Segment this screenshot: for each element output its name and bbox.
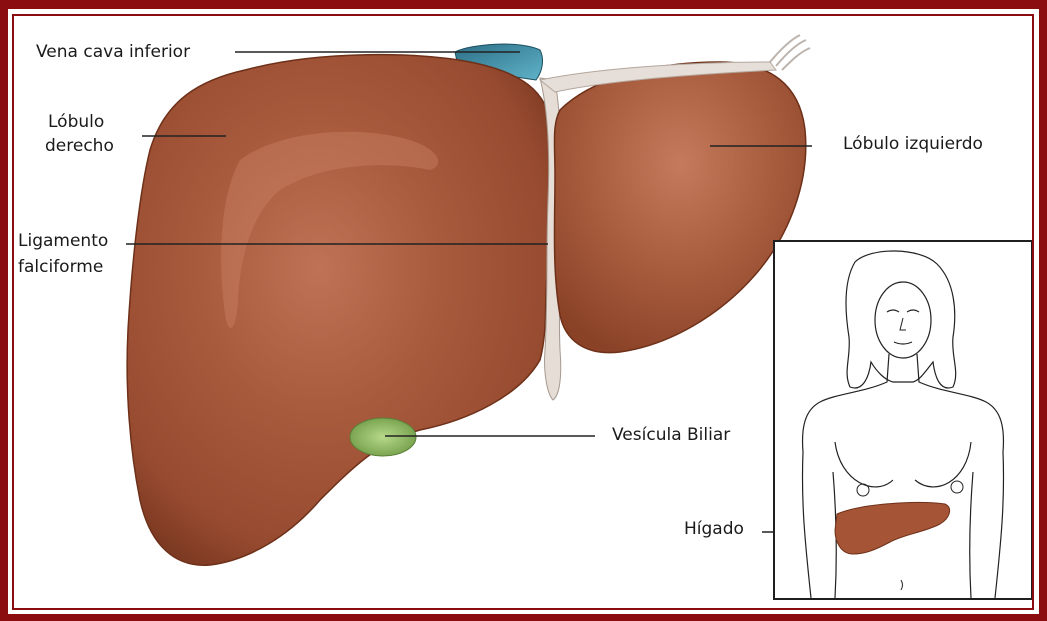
nipple-left <box>857 484 869 496</box>
chest-outline <box>835 442 971 487</box>
label-lobulo-izquierdo: Lóbulo izquierdo <box>843 133 983 155</box>
gallbladder-shape <box>350 418 416 456</box>
label-vena-cava-inferior: Vena cava inferior <box>36 41 190 63</box>
body-location-inset <box>773 240 1033 600</box>
right-lobe-shape <box>127 55 554 566</box>
left-lobe-shape <box>554 62 805 353</box>
label-higado: Hígado <box>684 518 744 540</box>
navel <box>901 580 903 590</box>
inset-liver-shape <box>835 502 950 554</box>
ligament-strands <box>770 35 810 70</box>
label-lobulo-derecho-line1: Lóbulo <box>48 111 104 133</box>
label-ligamento-line2: falciforme <box>18 256 103 278</box>
label-lobulo-derecho-line2: derecho <box>45 135 114 157</box>
label-vesicula-biliar: Vesícula Biliar <box>612 424 730 446</box>
label-ligamento-line1: Ligamento <box>18 230 108 252</box>
torso-figure <box>775 242 1031 598</box>
nipple-right <box>951 481 963 493</box>
